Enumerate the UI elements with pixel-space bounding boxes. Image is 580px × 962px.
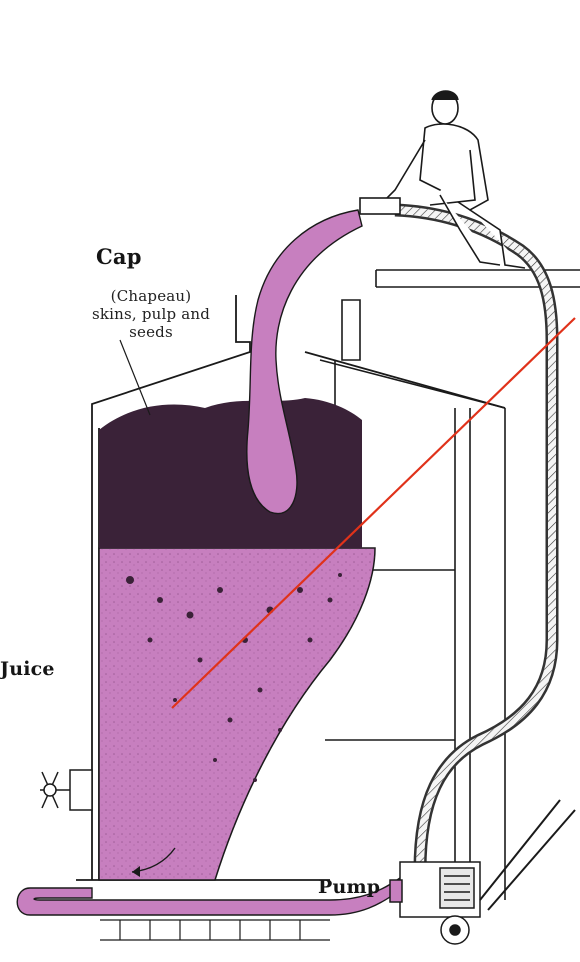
valve-icon [40,770,92,810]
juice-label: Juice [0,658,55,680]
cap-description: (Chapeau) skins, pulp and seeds [86,287,216,341]
pump-label: Pump [318,876,380,898]
cap-pointer [120,340,150,415]
person-icon [360,91,525,268]
transfer-hose [395,210,552,870]
cap-must [99,398,362,548]
cap-label: Cap [96,244,142,269]
floor-tiles [100,920,330,940]
